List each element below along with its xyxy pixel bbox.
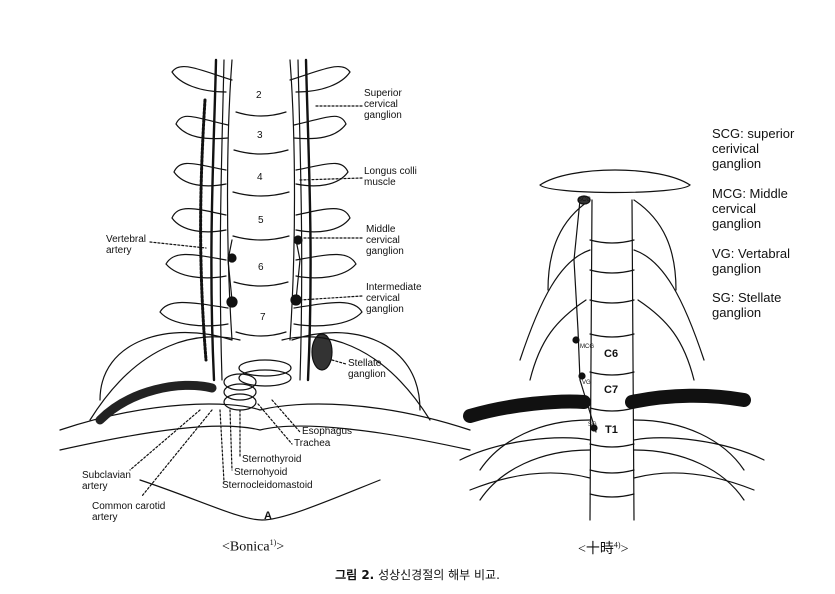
figure-caption: 그림 2. 성상신경절의 해부 비교. (0, 566, 835, 583)
figure-number: 그림 2. (335, 568, 375, 582)
vertebra-number-2: 2 (256, 90, 262, 101)
right-caption-text: <十時 (578, 542, 614, 557)
label-esophagus: Esophagus (302, 426, 353, 437)
label-trachea: Trachea (294, 438, 331, 449)
legend-sg: SG: Stellate ganglion (712, 290, 782, 320)
label-superior-cervical-ganglion: Superior cervical ganglion (364, 88, 402, 121)
legend-mcg: MCG: Middle cervical ganglion (712, 186, 788, 231)
vertebra-number-4: 4 (257, 172, 263, 183)
small-label-vg: VG (582, 380, 591, 386)
label-common-carotid-artery: Common carotid artery (92, 501, 166, 523)
right-caption: <十時4)> (578, 538, 628, 558)
panel-letter: A (264, 510, 272, 522)
small-label-scg: SCG (578, 197, 592, 203)
label-sternohyoid: Sternohyoid (234, 467, 288, 478)
label-stellate-ganglion: Stellate ganglion (348, 358, 386, 380)
label-vertebral-artery: Vertebral artery (106, 234, 147, 256)
vertebra-number-6: 6 (258, 262, 264, 273)
left-caption-text: <Bonica (222, 539, 270, 555)
right-caption-end: > (620, 542, 629, 557)
left-caption: <Bonica1)> (222, 538, 284, 556)
vertebra-label-c7: C7 (604, 384, 619, 396)
vertebra-number-7: 7 (260, 312, 266, 323)
label-subclavian-artery: Subclavian artery (82, 470, 131, 492)
small-label-sg: SG (588, 422, 597, 428)
label-longus-colli-muscle: Longus colli muscle (364, 166, 417, 188)
label-sternocleidomastoid: Sternocleidomastoid (222, 480, 313, 491)
legend-vg: VG: Vertabral ganglion (712, 246, 791, 276)
label-middle-cervical-ganglion: Middle cervical ganglion (366, 224, 404, 257)
right-caption-ref: 4) (613, 540, 621, 550)
legend-scg: SCG: superior cerivical ganglion (712, 126, 795, 171)
label-sternothyroid: Sternothyroid (242, 454, 302, 465)
vertebra-number-5: 5 (258, 215, 264, 226)
vertebra-label-t1: T1 (605, 424, 618, 436)
left-spine (59, 58, 471, 521)
vertebra-label-c6: C6 (604, 348, 619, 360)
figure-caption-text: 성상신경절의 해부 비교. (378, 568, 500, 582)
small-label-mcg: MCG (580, 344, 594, 350)
label-intermediate-cervical-ganglion: Intermediate cervical ganglion (366, 282, 422, 315)
left-caption-end: > (276, 539, 285, 555)
vertebra-number-3: 3 (257, 130, 263, 141)
right-spine (459, 169, 765, 521)
left-caption-ref: 1) (269, 538, 277, 547)
